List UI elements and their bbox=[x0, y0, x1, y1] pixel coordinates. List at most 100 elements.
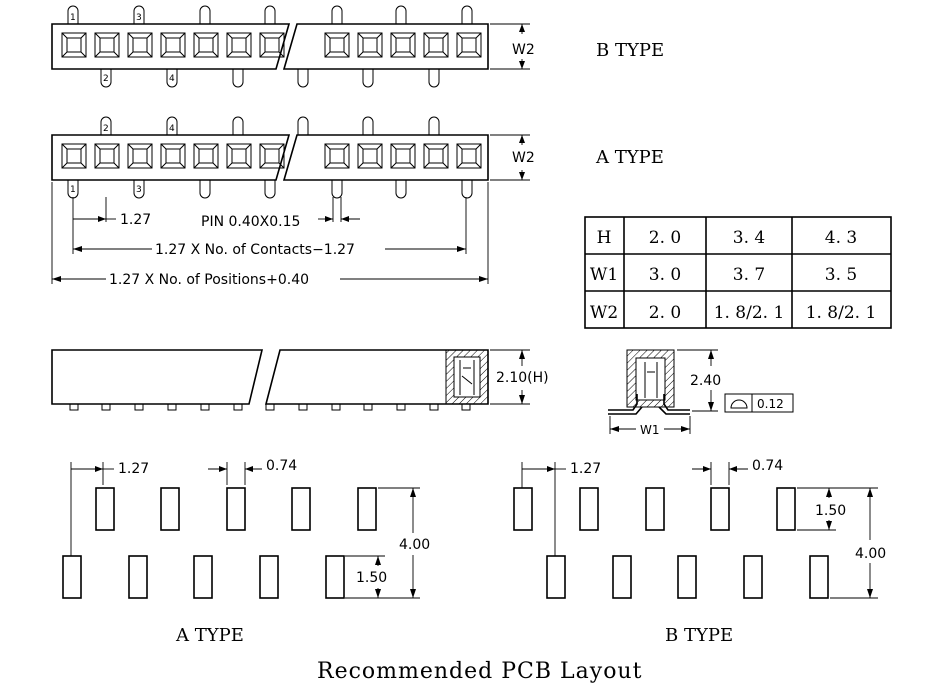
pcb-pad bbox=[95, 487, 115, 531]
pcb-a-span: 4.00 bbox=[399, 537, 430, 553]
pin-lead bbox=[100, 116, 112, 135]
pcb-pad bbox=[62, 555, 82, 599]
side-height-dim bbox=[490, 349, 530, 405]
side-view-pins bbox=[69, 403, 471, 411]
socket-contact bbox=[127, 32, 153, 58]
pin-lead bbox=[331, 180, 343, 199]
pin-lead bbox=[199, 180, 211, 199]
a-type-w2-label: W2 bbox=[512, 150, 535, 166]
pcb-b-pad-length: 1.50 bbox=[815, 503, 846, 519]
table-cell: 3. 0 bbox=[649, 265, 681, 285]
pcb-pad bbox=[357, 487, 377, 531]
pin-lead bbox=[297, 69, 309, 88]
side-pin bbox=[233, 403, 243, 411]
pin-number: 3 bbox=[136, 13, 142, 23]
socket-contact bbox=[259, 143, 285, 169]
pcb-a-pitch: 1.27 bbox=[118, 461, 149, 477]
pcb-pad bbox=[513, 487, 533, 531]
pin-lead bbox=[362, 116, 374, 135]
table-cell: 4. 3 bbox=[825, 228, 857, 248]
pin-lead bbox=[428, 69, 440, 88]
pin-lead bbox=[461, 5, 473, 24]
socket-contact bbox=[94, 32, 120, 58]
side-height-label: 2.10(H) bbox=[496, 370, 549, 386]
pcb-layout-a-type bbox=[62, 487, 377, 599]
pcb-pad bbox=[291, 487, 311, 531]
socket-contact bbox=[324, 143, 350, 169]
pin-lead bbox=[232, 116, 244, 135]
pcb-a-pad-length: 1.50 bbox=[356, 570, 387, 586]
pcb-pad bbox=[193, 555, 213, 599]
pcb-pad bbox=[743, 555, 763, 599]
socket-contact bbox=[94, 143, 120, 169]
side-pin bbox=[331, 403, 341, 411]
pcb-pad bbox=[710, 487, 730, 531]
side-pin bbox=[396, 403, 406, 411]
socket-contact bbox=[423, 32, 449, 58]
socket-contact bbox=[127, 143, 153, 169]
socket-contact bbox=[61, 32, 87, 58]
length-dimensions bbox=[51, 182, 489, 284]
pcb-b-span: 4.00 bbox=[855, 546, 886, 562]
socket-contact bbox=[226, 32, 252, 58]
pcb-b-pad-width: 0.74 bbox=[752, 458, 783, 474]
pcb-layout-b-type bbox=[513, 487, 829, 599]
dimension-table bbox=[584, 216, 892, 329]
positions-formula: 1.27 X No. of Positions+0.40 bbox=[109, 272, 309, 288]
pcb-pad bbox=[645, 487, 665, 531]
table-cell: 3. 4 bbox=[733, 228, 765, 248]
pin-lead bbox=[67, 5, 79, 24]
pin-number: 2 bbox=[103, 74, 109, 84]
table-row-label: W2 bbox=[590, 303, 618, 323]
socket-contact bbox=[193, 32, 219, 58]
side-pin bbox=[101, 403, 111, 411]
table-cell: 3. 5 bbox=[825, 265, 857, 285]
pin-lead bbox=[428, 116, 440, 135]
socket-contact bbox=[226, 143, 252, 169]
pcb-b-title: B TYPE bbox=[665, 625, 733, 646]
socket-contact bbox=[259, 32, 285, 58]
pin-lead bbox=[166, 116, 178, 135]
pcb-pad bbox=[579, 487, 599, 531]
table-cell: 1. 8/2. 1 bbox=[714, 303, 785, 323]
smd-height-label: 2.40 bbox=[690, 373, 721, 389]
smd-end-view bbox=[608, 349, 794, 434]
pin-lead bbox=[461, 180, 473, 199]
side-pin bbox=[134, 403, 144, 411]
socket-contact bbox=[324, 32, 350, 58]
side-pin bbox=[69, 403, 79, 411]
socket-contact bbox=[423, 143, 449, 169]
side-pin bbox=[429, 403, 439, 411]
socket-contact bbox=[193, 143, 219, 169]
socket-contact bbox=[390, 32, 416, 58]
pin-number: 4 bbox=[169, 74, 175, 84]
a-type-title: A TYPE bbox=[595, 147, 664, 168]
pcb-pad bbox=[259, 555, 279, 599]
pcb-pad bbox=[776, 487, 796, 531]
socket-contact bbox=[160, 32, 186, 58]
table-cell: 2. 0 bbox=[649, 228, 681, 248]
flatness-value: 0.12 bbox=[757, 397, 784, 411]
pin-lead bbox=[395, 180, 407, 199]
table-row-label: H bbox=[597, 228, 612, 248]
side-pin bbox=[363, 403, 373, 411]
pcb-b-dimensions bbox=[521, 462, 878, 599]
side-pin bbox=[200, 403, 210, 411]
pcb-b-pitch: 1.27 bbox=[570, 461, 601, 477]
pcb-pad bbox=[612, 555, 632, 599]
pcb-pad bbox=[677, 555, 697, 599]
pin-number: 1 bbox=[70, 185, 76, 195]
pin-lead bbox=[331, 5, 343, 24]
side-pin bbox=[265, 403, 275, 411]
pcb-pad bbox=[325, 555, 345, 599]
pcb-pad bbox=[128, 555, 148, 599]
socket-contact bbox=[357, 32, 383, 58]
pin-lead bbox=[395, 5, 407, 24]
pcb-a-dimensions bbox=[70, 462, 420, 599]
pin-lead bbox=[362, 69, 374, 88]
table-cell: 1. 8/2. 1 bbox=[806, 303, 877, 323]
pin-lead bbox=[133, 5, 145, 24]
